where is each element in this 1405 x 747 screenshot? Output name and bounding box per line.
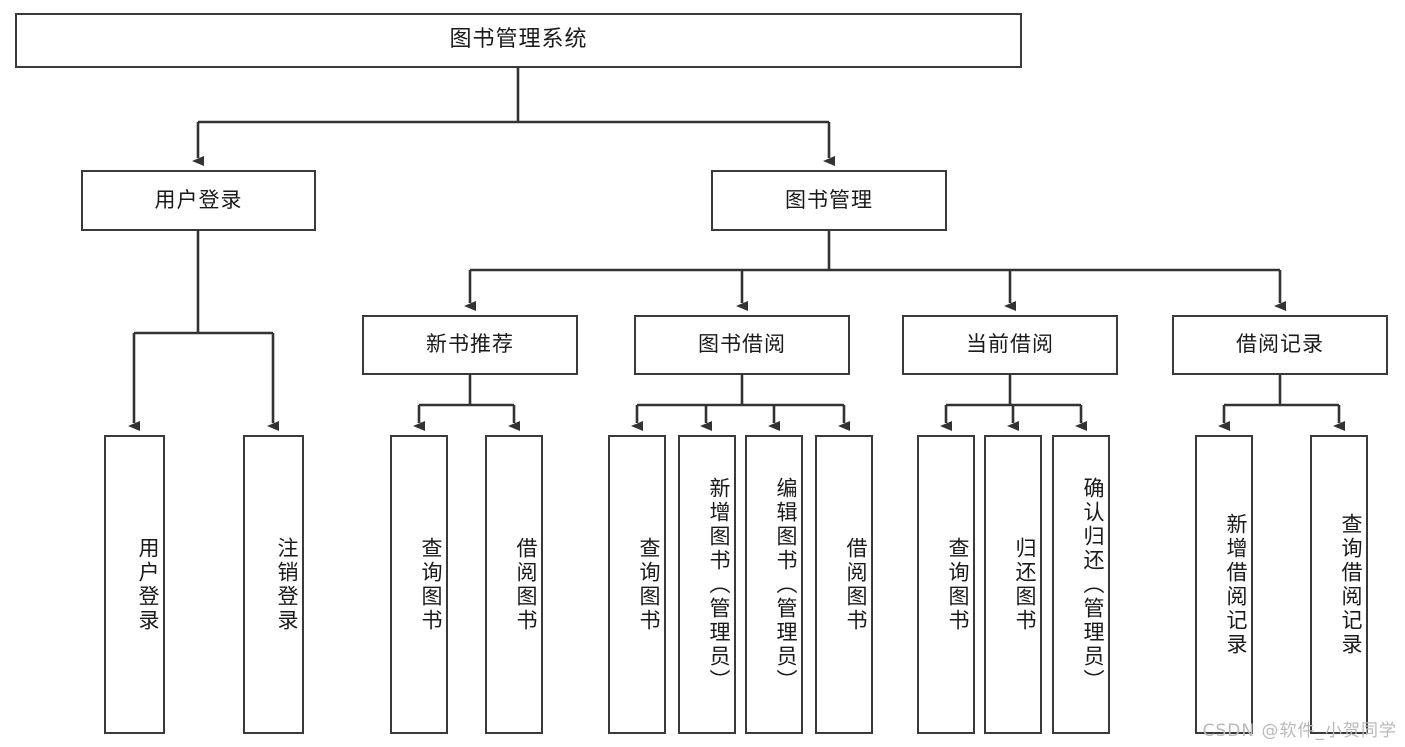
node-leaf-confirm-return[interactable]: 确认归还（管理员） — [1052, 435, 1110, 734]
node-label: 确认归还（管理员） — [1081, 476, 1105, 693]
node-leaf-user-login[interactable]: 用户登录 — [104, 435, 165, 734]
node-leaf-query-book-1[interactable]: 查询图书 — [390, 435, 448, 734]
node-label: 图书借阅 — [698, 332, 786, 357]
node-label: 查询图书 — [637, 536, 661, 633]
node-label: 查询借阅记录 — [1339, 512, 1363, 657]
watermark-text: CSDN @软件_小贺同学 — [1202, 721, 1397, 741]
node-label: 注销登录 — [275, 536, 299, 633]
node-leaf-edit-book[interactable]: 编辑图书（管理员） — [745, 435, 803, 734]
node-leaf-return-book[interactable]: 归还图书 — [984, 435, 1042, 734]
node-label: 用户登录 — [154, 187, 243, 212]
node-current-borrow[interactable]: 当前借阅 — [902, 315, 1118, 375]
node-label: 新增借阅记录 — [1224, 512, 1248, 657]
node-user-login[interactable]: 用户登录 — [81, 170, 316, 231]
node-label: 图书管理系统 — [449, 27, 588, 53]
node-leaf-borrow-book-2[interactable]: 借阅图书 — [815, 435, 873, 734]
node-leaf-borrow-book-1[interactable]: 借阅图书 — [485, 435, 543, 734]
node-leaf-query-book-3[interactable]: 查询图书 — [917, 435, 975, 734]
node-book-borrow[interactable]: 图书借阅 — [634, 315, 850, 375]
node-book-manage[interactable]: 图书管理 — [711, 170, 947, 231]
node-label: 归还图书 — [1013, 536, 1037, 633]
node-label: 新书推荐 — [426, 332, 514, 357]
node-root-system[interactable]: 图书管理系统 — [15, 13, 1022, 68]
node-label: 借阅图书 — [844, 536, 868, 633]
node-leaf-add-book[interactable]: 新增图书（管理员） — [678, 435, 736, 734]
node-label: 图书管理 — [785, 187, 873, 212]
node-label: 用户登录 — [136, 536, 160, 633]
node-label: 查询图书 — [946, 536, 970, 633]
node-leaf-query-book-2[interactable]: 查询图书 — [608, 435, 666, 734]
node-label: 借阅图书 — [514, 536, 538, 633]
node-label: 新增图书（管理员） — [707, 476, 731, 693]
node-label: 编辑图书（管理员） — [774, 476, 798, 693]
node-label: 借阅记录 — [1236, 332, 1324, 357]
node-label: 当前借阅 — [966, 332, 1054, 357]
node-borrow-record[interactable]: 借阅记录 — [1172, 315, 1388, 375]
node-leaf-logout-login[interactable]: 注销登录 — [243, 435, 304, 734]
node-label: 查询图书 — [419, 536, 443, 633]
node-leaf-add-record[interactable]: 新增借阅记录 — [1195, 435, 1253, 734]
node-new-book-recommend[interactable]: 新书推荐 — [362, 315, 578, 375]
node-leaf-query-record[interactable]: 查询借阅记录 — [1310, 435, 1368, 734]
